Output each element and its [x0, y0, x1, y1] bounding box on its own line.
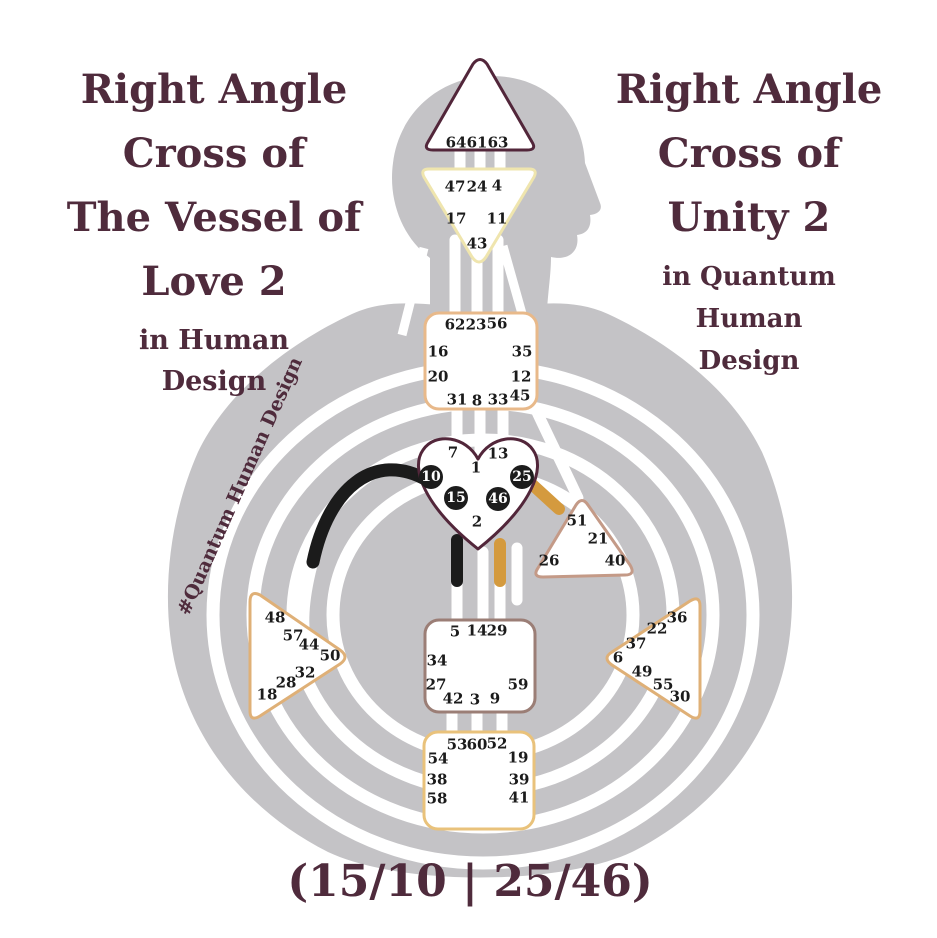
left-title-line: The Vessel of [66, 194, 362, 241]
right-title: Right Angle Cross of Unity 2 in Quantum … [578, 58, 920, 382]
gate-6: 6 [612, 648, 624, 667]
left-title-line: Love 2 [141, 258, 287, 305]
gate-44: 44 [298, 635, 320, 654]
gate-26: 26 [538, 551, 560, 570]
gate-1: 1 [470, 458, 482, 477]
gate-62: 62 [444, 315, 466, 334]
profile-numbers: (15/10 | 25/46) [287, 856, 653, 907]
gate-9: 9 [489, 689, 501, 708]
gate-21: 21 [587, 529, 609, 548]
left-subtitle-line: in Human [138, 325, 290, 356]
left-title: Right Angle Cross of The Vessel of Love … [18, 58, 410, 402]
gate-60: 60 [466, 735, 488, 754]
gate-41: 41 [508, 788, 530, 807]
left-subtitle-line: Design [161, 366, 267, 397]
sacral-center [423, 618, 537, 714]
gate-46: 46 [486, 487, 510, 511]
gate-11: 11 [486, 209, 508, 228]
gate-39: 39 [508, 770, 530, 789]
right-title-line: Right Angle [615, 66, 883, 113]
centers [248, 58, 702, 831]
gate-42: 42 [442, 689, 464, 708]
solar-plexus-center [605, 597, 702, 720]
gate-27: 27 [425, 675, 447, 694]
gate-47: 47 [444, 177, 466, 196]
gate-64: 64 [445, 133, 467, 152]
gate-28: 28 [275, 673, 297, 692]
head-center [424, 58, 536, 152]
gate-30: 30 [669, 687, 691, 706]
gate-63: 63 [487, 133, 509, 152]
defined-channels [306, 463, 565, 587]
gate-38: 38 [426, 770, 448, 789]
right-subtitle-line: Design [698, 346, 800, 376]
gate-54: 54 [427, 749, 449, 768]
throat-center [423, 311, 539, 411]
gate-19: 19 [507, 748, 529, 767]
gate-40: 40 [604, 551, 626, 570]
gate-50: 50 [319, 646, 341, 665]
gate-49: 49 [631, 662, 653, 681]
gate-45: 45 [509, 386, 531, 405]
gate-61: 61 [466, 133, 488, 152]
gate-29: 29 [486, 621, 508, 640]
gate-22: 22 [646, 619, 668, 638]
gate-18: 18 [256, 685, 278, 704]
gate-2: 2 [471, 512, 483, 531]
gate-25: 25 [510, 465, 534, 489]
gate-20: 20 [427, 367, 449, 386]
gate-31: 31 [446, 390, 468, 409]
gate-37: 37 [625, 634, 647, 653]
gate-12: 12 [510, 367, 532, 386]
gate-35: 35 [511, 342, 533, 361]
gate-58: 58 [426, 789, 448, 808]
gate-10: 10 [419, 465, 443, 489]
gate-53: 53 [446, 735, 468, 754]
gate-14: 14 [466, 621, 488, 640]
gate-32: 32 [294, 663, 316, 682]
gate-59: 59 [507, 675, 529, 694]
ajna-center [421, 167, 537, 264]
gate-34: 34 [426, 651, 448, 670]
right-subtitle-line: in Quantum [662, 262, 836, 292]
gate-56: 56 [486, 314, 508, 333]
right-title-line: Unity 2 [667, 194, 831, 241]
gate-13: 13 [487, 444, 509, 463]
gate-7: 7 [447, 443, 459, 462]
gate-5: 5 [449, 622, 461, 641]
gate-3: 3 [469, 690, 481, 709]
right-title-line: Cross of [657, 130, 841, 177]
gate-36: 36 [666, 608, 688, 627]
will-center [534, 499, 634, 579]
spleen-center [248, 592, 347, 720]
gate-48: 48 [264, 608, 286, 627]
gate-43: 43 [466, 234, 488, 253]
gate-55: 55 [652, 675, 674, 694]
gate-17: 17 [445, 209, 467, 228]
gate-51: 51 [566, 511, 588, 530]
gate-15: 15 [444, 486, 468, 510]
gate-23: 23 [465, 315, 487, 334]
root-center [422, 730, 536, 831]
left-title-line: Cross of [122, 130, 306, 177]
gate-4: 4 [491, 176, 503, 195]
channel-10-57-black [306, 463, 434, 569]
gate-52: 52 [486, 734, 508, 753]
gate-8: 8 [471, 391, 483, 410]
gate-57: 57 [282, 626, 304, 645]
gate-33: 33 [487, 390, 509, 409]
right-subtitle-line: Human [695, 304, 803, 334]
left-title-line: Right Angle [80, 66, 348, 113]
gate-24: 24 [466, 177, 488, 196]
gate-16: 16 [427, 342, 449, 361]
